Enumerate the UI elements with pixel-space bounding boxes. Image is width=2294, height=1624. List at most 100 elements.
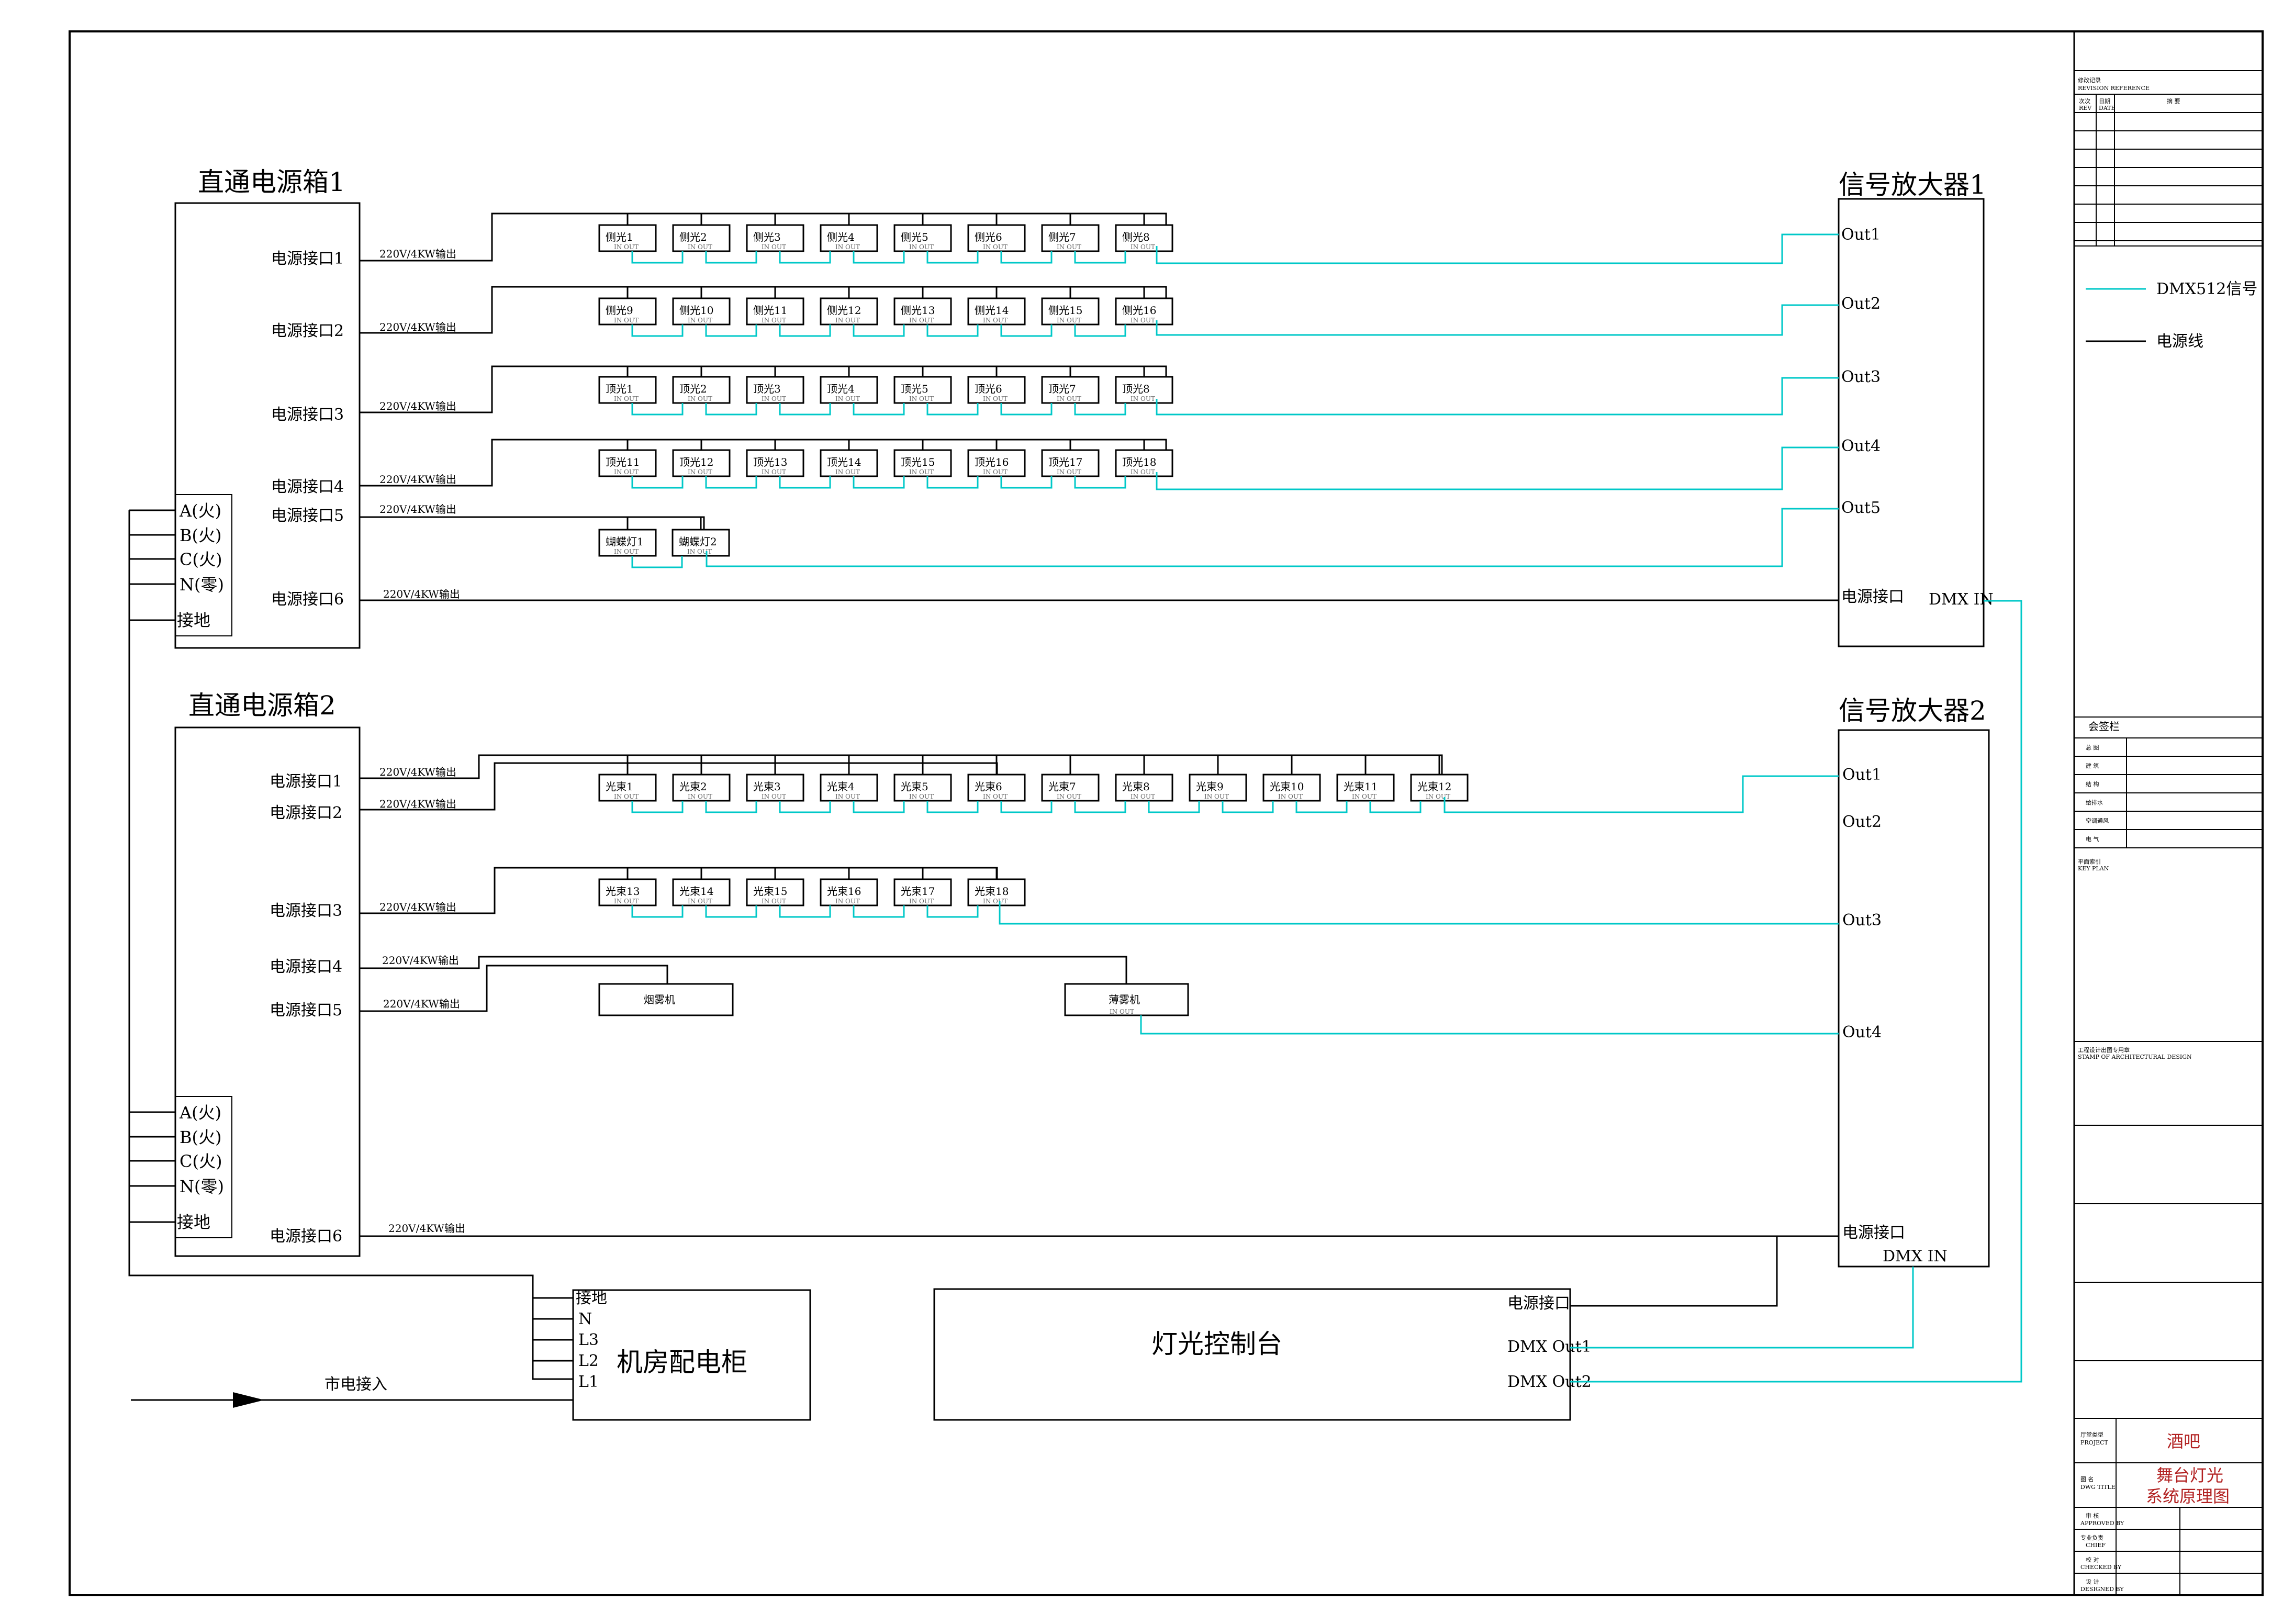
box2-port-5: 电源接口5 [270,1001,342,1020]
fixture-label: 光束14 [679,885,713,898]
amp2-out-2: Out2 [1842,813,1882,831]
dmx-chain-segment [779,905,831,918]
dmx-chain-segment [1074,801,1126,813]
cabinet-terminal-ground: 接地 [576,1289,607,1307]
dmx-chain-segment [853,905,905,918]
revision-title-en: REVISION REFERENCE [2078,85,2150,92]
fixture-label: 顶光2 [679,383,707,395]
fixture-label: 光束9 [1196,780,1224,793]
fixture-label: 侧光1 [606,231,633,243]
box2-port-6: 电源接口6 [270,1227,342,1246]
fixture-io-label: IN OUT [983,898,1008,905]
stamp-label-en: STAMP OF ARCHITECTURAL DESIGN [2078,1054,2192,1060]
amp1-out-4: Out4 [1841,437,1881,455]
dmx-chain-segment [705,801,757,813]
fixture-box [820,774,878,802]
staff-checked: 校 对 [2086,1556,2099,1563]
fixture-io-label: IN OUT [1352,793,1377,800]
fixture-label: 光束7 [1048,780,1076,793]
fixture-box [1115,376,1173,404]
sign-row-5: 空调通风 [2086,817,2109,824]
fixture-box [820,878,878,906]
power-box-2 [174,726,361,1257]
dmx-chain-segment [926,905,979,918]
amp1-out-3: Out3 [1841,368,1881,386]
fixture-label: 光束2 [679,780,707,793]
box1-port-1: 电源接口1 [271,250,344,268]
fixture-box [672,449,731,477]
fixture-label: 光束17 [901,885,935,898]
fixture-io-label: IN OUT [835,898,860,905]
dmx-chain-segment [1074,476,1126,489]
smoke-machine [598,983,734,1016]
power-line-haze [360,956,1127,984]
fixture-box [967,224,1026,252]
phase-feed-lines [128,509,573,1380]
dmx-chain-segment [779,801,831,813]
dmx-chain-segment [705,905,757,918]
box1-phase-n: N(零) [180,575,224,595]
fixture-label: 光束13 [606,885,640,898]
fixture-io-label: IN OUT [614,898,639,905]
dmx-chain-segment [926,403,979,416]
rev-col-summary: 摘 要 [2167,97,2180,105]
fixture-io-label: IN OUT [688,243,712,251]
fixture-box [598,878,657,906]
fixture-io-label: IN OUT [1131,243,1155,251]
dmx-chain-segment [779,476,831,489]
fixture-label: 蝴蝶灯1 [606,535,644,548]
fixture-label: 顶光16 [975,456,1009,468]
power-box-2-title: 直通电源箱2 [188,690,336,721]
fixture-box [746,774,804,802]
fixture-box [967,878,1026,906]
console-title: 灯光控制台 [1151,1329,1282,1359]
fixture-io-label: IN OUT [762,317,786,324]
power-line-side-a [360,212,1167,262]
fixture-io-label: IN OUT [762,468,786,476]
fixture-box [1115,297,1173,326]
dmx-chain-segment [779,324,831,337]
amp1-out-2: Out2 [1841,295,1881,313]
fixture-box [1115,449,1173,477]
sign-row-4: 给排水 [2086,799,2103,806]
fixture-box [746,878,804,906]
feed-ground-trunk [128,510,573,1380]
power-box-2-phase-block [175,1096,232,1238]
fixture-box [967,297,1026,326]
fixture-io-label: IN OUT [909,395,934,402]
signal-amp-2 [1838,729,1990,1268]
fixture-box [967,376,1026,404]
power-line-top-a [360,365,1167,413]
box1-phase-b: B(火) [180,525,222,545]
box2-out-label-5: 220V/4KW输出 [383,998,460,1010]
fixture-label: 顶光8 [1122,383,1150,395]
dmx-chain-segment [779,403,831,416]
fixture-io-label: IN OUT [983,395,1008,402]
fixture-io-label: IN OUT [762,898,786,905]
dmx-chain-segment [853,801,905,813]
smoke-machine-label: 烟雾机 [644,993,675,1006]
rev-col-no: 次次 [2079,97,2090,105]
fixture-label: 顶光11 [606,456,640,468]
box2-phase-a: A(火) [179,1103,221,1123]
fixture-box [1336,774,1395,802]
dmx-chain-segment [853,251,905,264]
dmx-chain-segment [1000,324,1053,337]
dmx-haze-home [1140,1015,1839,1035]
fixture-box [598,529,657,557]
staff-approved: 审 核 [2086,1512,2099,1519]
fixture-label: 侧光16 [1122,304,1156,317]
fixture-label: 侧光7 [1048,231,1076,243]
box2-out-label-6: 220V/4KW输出 [388,1222,465,1235]
legend-dmx-label: DMX512信号 [2156,280,2257,298]
fixture-label: 顶光14 [827,456,861,468]
fixture-label: 顶光3 [753,383,781,395]
fixture-label: 光束15 [753,885,787,898]
mains-label: 市电接入 [324,1375,387,1394]
box1-out-label-2: 220V/4KW输出 [379,321,456,333]
fixture-io-label: IN OUT [1057,243,1081,251]
fixture-label: 顶光18 [1122,456,1156,468]
fixture-label: 光束8 [1122,780,1150,793]
box1-phase-ground: 接地 [177,610,210,630]
dmx-console-out1 [1570,1267,1914,1349]
